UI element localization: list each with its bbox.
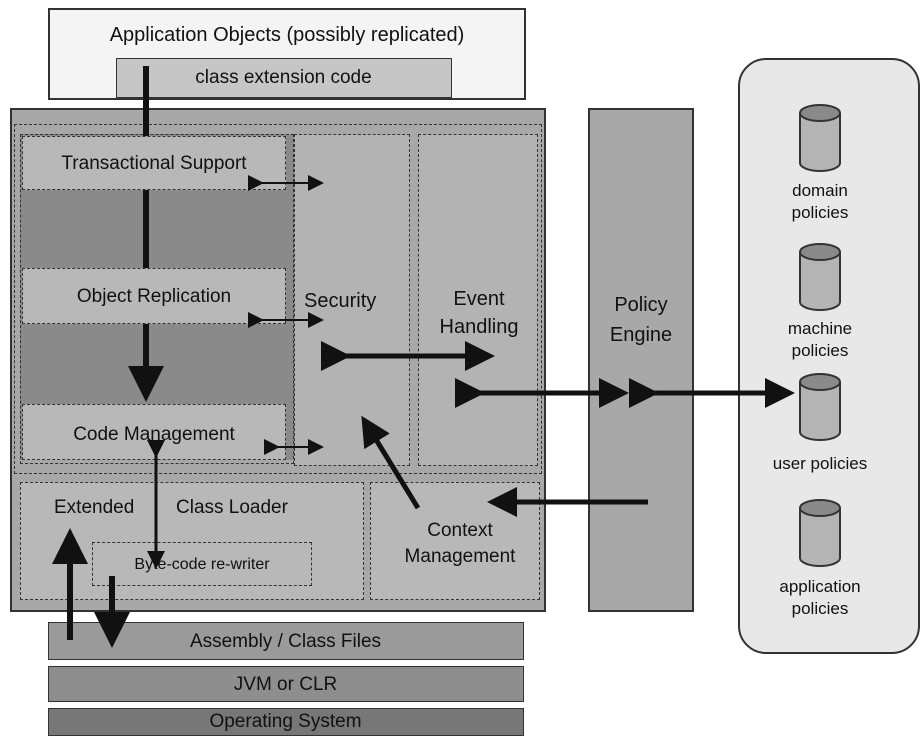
domain-policies-label-2: policies: [791, 203, 849, 222]
event-label: Event: [453, 288, 505, 310]
transactional-support-label: Transactional Support: [61, 153, 247, 174]
security-label: Security: [304, 290, 377, 312]
object-replication-label: Object Replication: [76, 286, 232, 307]
machine-policies-label-2: policies: [791, 341, 849, 360]
policy-engine-box: Policy Engine: [588, 108, 694, 612]
class-extension-code-label: class extension code: [195, 67, 372, 88]
bytecode-rewriter-box: Byte-code re-writer: [92, 542, 312, 586]
event-handling-panel: [418, 134, 538, 466]
code-management-box: Code Management: [22, 404, 286, 460]
bytecode-rewriter-label: Byte-code re-writer: [134, 556, 270, 573]
class-loader-label: Class Loader: [176, 497, 288, 518]
machine-policies-label-1: machine: [787, 319, 853, 338]
jvm-clr-label: JVM or CLR: [233, 674, 338, 695]
application-policies-label-2: policies: [791, 599, 849, 618]
policy-engine-label-1: Policy: [614, 294, 668, 316]
management-label: Management: [404, 546, 516, 567]
application-policies-label-1: application: [779, 577, 861, 596]
operating-system-layer: Operating System: [48, 708, 524, 736]
context-label: Context: [427, 520, 493, 541]
transactional-support-box: Transactional Support: [22, 136, 286, 190]
user-policies-label: user policies: [772, 454, 868, 473]
application-objects-title: Application Objects (possibly replicated…: [109, 24, 465, 46]
jvm-clr-layer: JVM or CLR: [48, 666, 524, 702]
object-replication-box: Object Replication: [22, 268, 286, 324]
code-management-label: Code Management: [73, 424, 235, 445]
upper-region-outline: [14, 124, 542, 474]
class-extension-code-box: class extension code: [116, 58, 452, 98]
handling-label: Handling: [439, 316, 519, 338]
policy-engine-label-2: Engine: [609, 324, 673, 346]
operating-system-label: Operating System: [209, 711, 362, 732]
assembly-class-files-layer: Assembly / Class Files: [48, 622, 524, 660]
assembly-class-files-label: Assembly / Class Files: [189, 631, 382, 652]
domain-policies-label-1: domain: [792, 181, 848, 200]
extended-label: Extended: [54, 497, 135, 518]
